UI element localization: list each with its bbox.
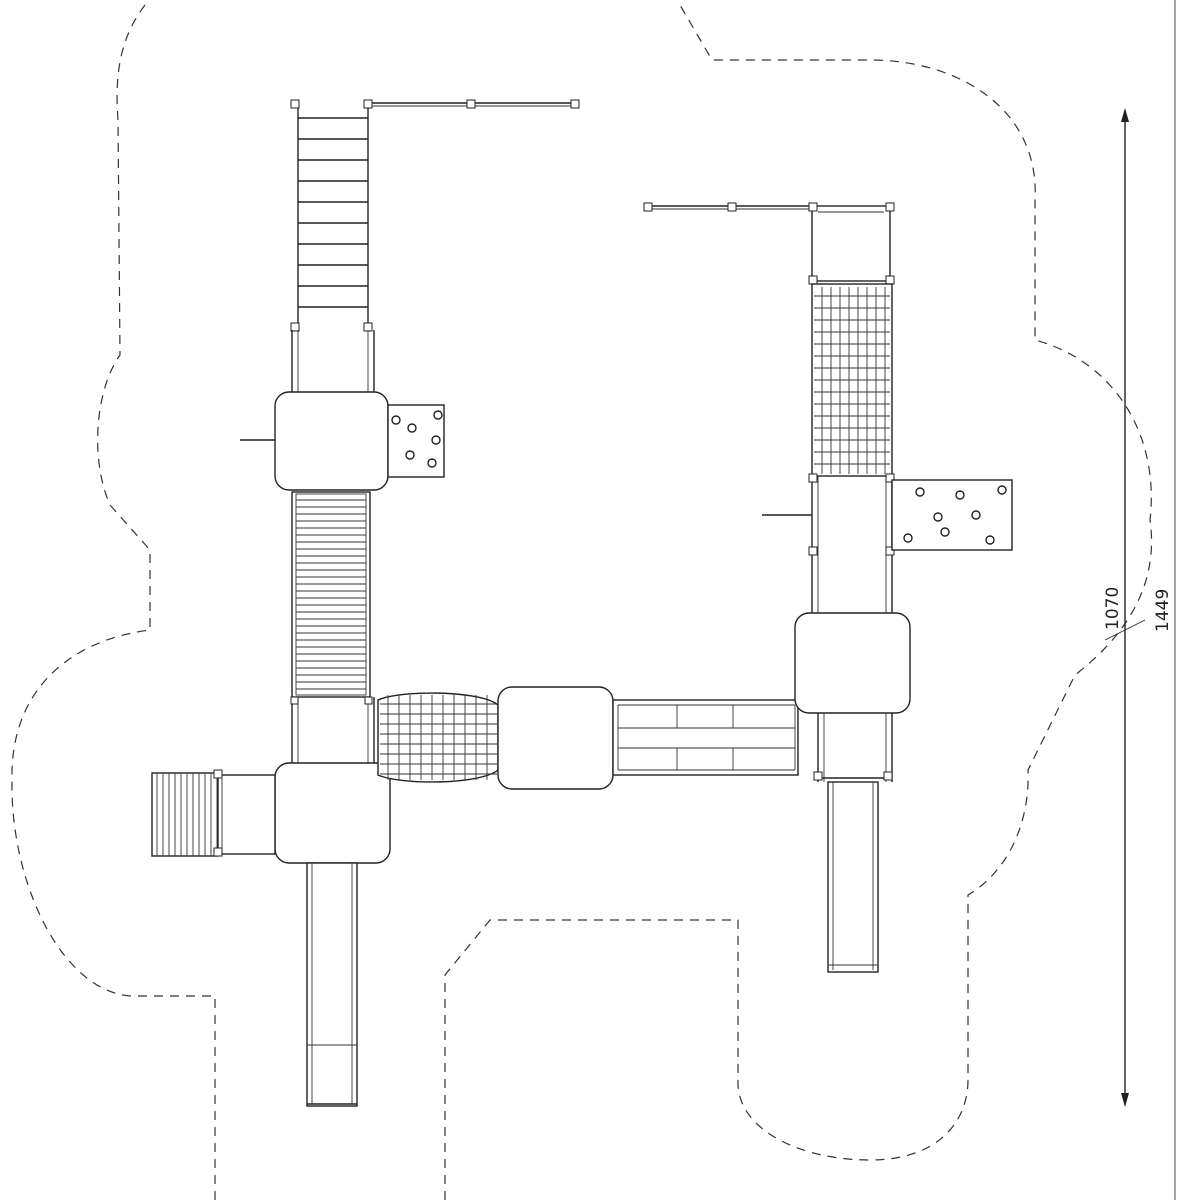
- climbing-hold: [971, 510, 981, 520]
- center-tower-deck: [497, 686, 614, 790]
- horizontal-ladder: [290, 99, 580, 332]
- climbing-hold: [955, 490, 965, 500]
- dimension-lines: [1104, 108, 1146, 1107]
- rigid-bridge: [612, 699, 799, 776]
- left-tower-deck-upper: [274, 391, 389, 491]
- climbing-hold: [391, 415, 401, 425]
- right-tower-frame: [762, 473, 895, 615]
- climbing-wall-left: [387, 404, 445, 478]
- climbing-wall-right: [891, 479, 1013, 551]
- rope-bridge: [377, 692, 499, 783]
- climbing-hold: [933, 512, 943, 522]
- steps-left: [151, 769, 276, 857]
- climbing-hold: [940, 527, 950, 537]
- safety-zone-outline: [11, 4, 1152, 1200]
- monkey-bars: [643, 202, 895, 285]
- climbing-hold: [915, 487, 925, 497]
- left-tower-frame: [291, 330, 375, 400]
- right-tower-lower-frame: [813, 713, 893, 782]
- climbing-hold: [985, 535, 995, 545]
- climbing-hold: [997, 485, 1007, 495]
- left-tower-deck-lower: [274, 762, 391, 864]
- climbing-hold: [427, 458, 437, 468]
- climbing-net-right: [811, 283, 893, 477]
- straight-slide-right: [827, 781, 879, 973]
- left-tower-lower-frame: [290, 696, 375, 765]
- right-tower-deck: [794, 612, 911, 714]
- climbing-hold: [903, 533, 913, 543]
- straight-slide-left: [306, 862, 358, 1107]
- climbing-hold: [433, 410, 443, 420]
- dimension-outer-label: 1449: [1153, 589, 1173, 632]
- climbing-hold: [407, 423, 417, 433]
- dimension-inner-label: 1070: [1103, 587, 1123, 630]
- climbing-hold: [405, 450, 415, 460]
- climbing-hold: [431, 435, 441, 445]
- wave-slide: [291, 491, 371, 698]
